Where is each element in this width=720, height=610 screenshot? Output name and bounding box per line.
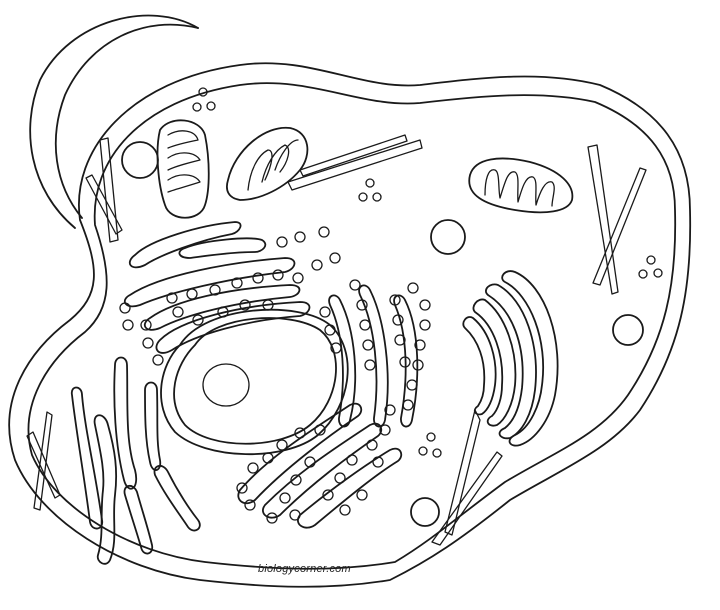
centrioles	[26, 134, 647, 546]
mitochondrion-1	[156, 119, 210, 219]
flagellum	[29, 14, 199, 229]
ribosomes	[119, 226, 431, 524]
smooth-endoplasmic-reticulum	[70, 356, 201, 565]
nucleus	[160, 308, 349, 456]
golgi-apparatus	[462, 270, 559, 447]
source-caption: biologycorner.com	[258, 563, 351, 575]
vesicles	[192, 87, 663, 458]
mitochondria	[156, 119, 574, 219]
lysosomes	[121, 141, 644, 527]
cell-membrane	[8, 62, 692, 588]
mitochondrion-3	[468, 157, 574, 214]
nucleolus	[202, 363, 250, 407]
rough-endoplasmic-reticulum	[123, 221, 419, 529]
